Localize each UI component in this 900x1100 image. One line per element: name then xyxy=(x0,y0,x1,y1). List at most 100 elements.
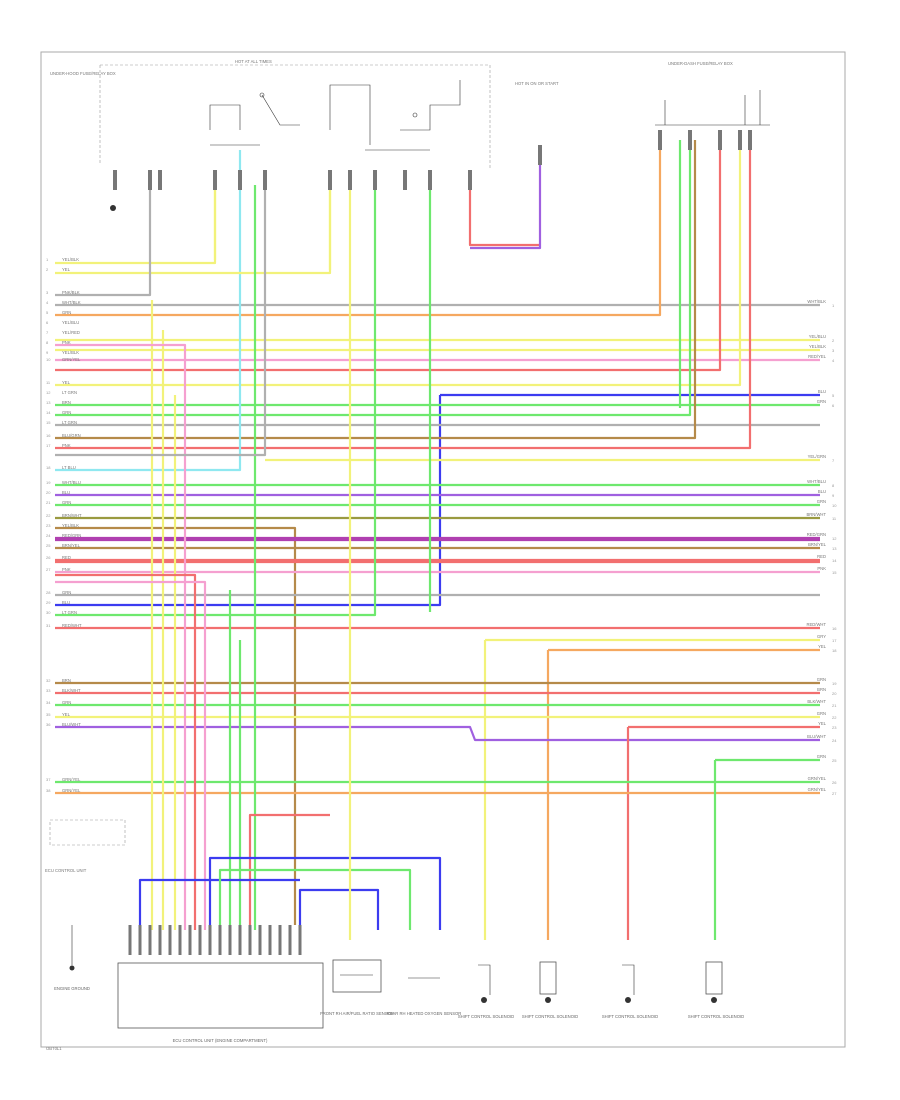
right-wire-label: BLK/WHT xyxy=(807,699,826,704)
connector-pin-top-6 xyxy=(263,170,267,190)
ecu-pin-6 xyxy=(178,925,182,955)
connector-pin-top-11 xyxy=(428,170,432,190)
solenoid-2-icon xyxy=(545,997,551,1003)
left-wire-label: GRN/YEL xyxy=(62,357,81,362)
left-wire-number: 23 xyxy=(46,523,51,528)
wire-2 xyxy=(55,140,662,317)
solenoid-2: SHIFT CONTROL SOLENOID xyxy=(522,961,578,1019)
left-wire-label: GRN xyxy=(62,500,71,505)
left-wire-number: 26 xyxy=(46,555,51,560)
ecu-pin-13 xyxy=(248,925,252,955)
right-wire-label: YEL xyxy=(818,644,827,649)
diagram-frame xyxy=(40,51,846,1048)
wire-66 xyxy=(55,180,267,457)
page-code: OBT0L1 xyxy=(46,1046,62,1051)
left-wire-label: BRN xyxy=(62,678,71,683)
left-wire-number: 14 xyxy=(46,410,51,415)
left-wire-label: RED/GRN xyxy=(62,533,81,538)
under-hood-fuse-box: UNDER-HOOD FUSE/RELAY BOX HOT AT ALL TIM… xyxy=(50,59,491,211)
left-wire-label: GRN xyxy=(62,410,71,415)
wire-14 xyxy=(55,145,752,450)
under-dash-fuse-box: UNDER-DASH FUSE/RELAY BOX xyxy=(655,61,770,126)
right-wire-label: PNK xyxy=(817,566,826,571)
right-wire-number: 10 xyxy=(832,503,837,508)
wire-31 xyxy=(483,638,820,940)
solenoid-4-icon xyxy=(711,997,717,1003)
ecu-pin-16 xyxy=(278,925,282,955)
right-wire-label: RED/GRN xyxy=(807,532,826,537)
connector-pin-top-10 xyxy=(403,170,407,190)
left-wire-label: BLK/WHT xyxy=(62,688,81,693)
left-wire-number: 15 xyxy=(46,420,51,425)
wire-37 xyxy=(55,725,820,742)
right-wire-number: 21 xyxy=(832,703,837,708)
wire-7 xyxy=(55,145,742,387)
left-wire-number: 32 xyxy=(46,678,51,683)
wire-56 xyxy=(208,856,442,930)
right-wire-number: 6 xyxy=(832,403,835,408)
left-wire-number: 19 xyxy=(46,480,51,485)
left-wire-number: 17 xyxy=(46,443,51,448)
left-wire-number: 7 xyxy=(46,330,49,335)
right-wire-number: 9 xyxy=(832,493,835,498)
solenoid-3: SHIFT CONTROL SOLENOID xyxy=(602,964,658,1019)
wire-58 xyxy=(298,888,380,930)
wire-11 xyxy=(55,140,692,417)
connector-pin-top-14 xyxy=(658,130,662,150)
right-wire-number: 13 xyxy=(832,546,837,551)
left-wire-label: PNK/BLK xyxy=(62,290,80,295)
right-wire-number: 11 xyxy=(832,516,837,521)
left-wire-number: 29 xyxy=(46,600,51,605)
right-wire-label: RED/WHT xyxy=(806,622,826,627)
connector-pin-top-5 xyxy=(238,170,242,190)
wire-54 xyxy=(248,813,330,930)
wire-layer xyxy=(55,130,820,955)
left-wire-number: 18 xyxy=(46,465,51,470)
left-wire-label: BLU xyxy=(62,490,70,495)
right-wire-number: 4 xyxy=(832,358,835,363)
wire-55 xyxy=(138,878,300,930)
right-wire-number: 19 xyxy=(832,681,837,686)
left-wire-label: YEL/RED xyxy=(62,330,80,335)
solenoid-4: SHIFT CONTROL SOLENOID xyxy=(688,961,744,1019)
right-wire-number: 12 xyxy=(832,536,837,541)
right-wire-label: GRN xyxy=(817,499,826,504)
right-wire-labels: WHT/BLK1YEL/BLU2YEL/BLK3RED/YEL4BLU5GRN6… xyxy=(806,299,837,796)
ecu-pin-11 xyxy=(228,925,232,955)
wire-64 xyxy=(470,145,542,250)
left-wire-number: 2 xyxy=(46,267,49,272)
left-wire-label: LT GRN xyxy=(62,610,77,615)
right-wire-number: 17 xyxy=(832,638,837,643)
left-wire-number: 11 xyxy=(46,380,51,385)
right-wire-label: BLU xyxy=(818,389,826,394)
left-wire-number: 16 xyxy=(46,433,51,438)
left-wire-number: 12 xyxy=(46,390,51,395)
engine-ground: ENGINE GROUND xyxy=(54,925,90,991)
wire-44 xyxy=(55,180,152,297)
sensor-left-label: FRONT RH AIR/FUEL RATIO SENSOR xyxy=(320,1011,394,1016)
left-wire-label: YEL/BLK xyxy=(62,257,79,262)
left-wire-number: 13 xyxy=(46,400,51,405)
right-top-label: UNDER-DASH FUSE/RELAY BOX xyxy=(668,61,733,66)
left-wire-number: 24 xyxy=(46,533,51,538)
left-wire-number: 4 xyxy=(46,300,49,305)
left-wire-label: YEL/BLU xyxy=(62,320,79,325)
right-wire-label: BRN xyxy=(817,687,826,692)
wire-38 xyxy=(626,725,820,940)
ecu-pin-1 xyxy=(128,925,132,955)
wire-6 xyxy=(55,140,722,372)
left-wire-number: 1 xyxy=(46,257,49,262)
right-wire-number: 25 xyxy=(832,758,837,763)
left-wire-label: BRN/WHT xyxy=(62,513,82,518)
left-wire-number: 33 xyxy=(46,688,51,693)
wire-29 xyxy=(55,190,377,617)
connector-pin-top-4 xyxy=(213,170,217,190)
wire-47 xyxy=(55,343,187,930)
wire-57 xyxy=(218,868,412,930)
connector-pin-top-12 xyxy=(468,170,472,190)
ecu-pin-2 xyxy=(138,925,142,955)
right-wire-label: GRN/YEL xyxy=(808,776,827,781)
solenoid-1-icon xyxy=(481,997,487,1003)
